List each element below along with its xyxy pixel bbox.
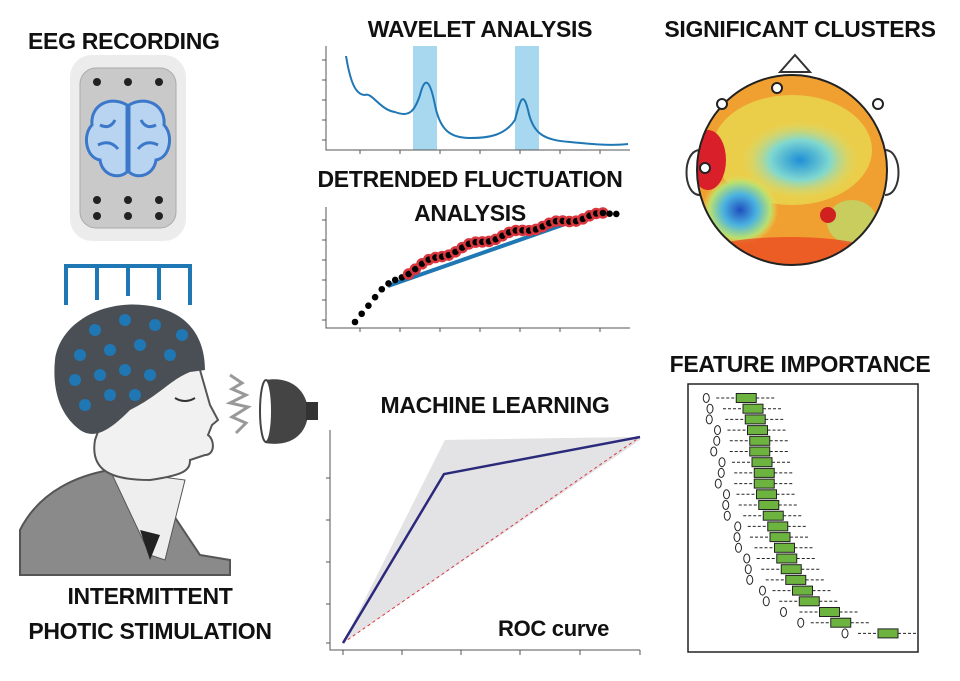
feature-box <box>753 478 775 489</box>
brain-icon <box>84 99 172 178</box>
feature-box <box>767 521 789 532</box>
feature-box <box>792 585 813 596</box>
outlier <box>735 542 742 553</box>
feature-box <box>735 393 757 403</box>
feature-box <box>762 510 784 521</box>
feature-box <box>798 596 820 607</box>
outlier <box>743 553 751 564</box>
outlier <box>733 532 741 543</box>
feature-box <box>747 425 768 436</box>
outlier <box>723 510 731 521</box>
outlier <box>722 500 730 510</box>
feature-box <box>744 414 766 425</box>
feature-box <box>753 467 775 478</box>
outlier <box>759 585 766 596</box>
feature-box <box>749 446 771 457</box>
significant-electrodes <box>699 82 884 174</box>
outlier <box>734 521 742 532</box>
right-ear-icon <box>884 149 900 196</box>
outlier <box>705 414 713 425</box>
feature-box <box>780 564 802 575</box>
outlier <box>718 457 726 468</box>
ips-title-line2: PHOTIC STIMULATION <box>28 618 272 644</box>
dfa-point <box>365 302 372 309</box>
frequency-band-2 <box>515 46 539 150</box>
spectrum-line <box>345 55 629 146</box>
dfa-point <box>371 293 379 301</box>
feature-box <box>785 574 807 585</box>
eeg-recording-title: EEG RECORDING <box>28 28 220 54</box>
feature-box <box>751 457 773 468</box>
feature-box <box>819 607 840 617</box>
outlier <box>841 628 849 639</box>
feature-box <box>756 489 777 500</box>
outlier <box>702 393 710 403</box>
outlier <box>717 467 725 478</box>
dfa-point <box>613 210 620 218</box>
dfa-title-line1: DETRENDED FLUCTUATION <box>317 166 623 192</box>
wavelet-title: WAVELET ANALYSIS <box>367 16 593 42</box>
roc-curve-label: ROC curve <box>498 616 610 641</box>
outlier <box>714 425 721 436</box>
feature-box <box>742 403 764 414</box>
dfa-point <box>351 318 359 326</box>
chance-line <box>342 436 641 644</box>
outlier <box>713 435 721 446</box>
outlier <box>797 617 805 628</box>
feature-box <box>830 617 852 628</box>
dfa-point <box>378 285 386 293</box>
ml-title: MACHINE LEARNING <box>380 392 610 418</box>
dfa-point <box>385 280 392 287</box>
features-title: FEATURE IMPORTANCE <box>669 351 931 377</box>
outlier <box>723 489 730 500</box>
nose-icon <box>777 53 813 73</box>
feature-box <box>877 628 899 639</box>
outlier <box>706 403 714 414</box>
feature-box <box>749 435 771 446</box>
feature-box <box>774 542 795 553</box>
dfa-point <box>606 210 613 218</box>
outlier <box>714 478 722 489</box>
feature-box <box>769 532 791 543</box>
dfa-point <box>358 310 366 318</box>
feature-box <box>776 553 798 564</box>
outlier <box>744 564 752 575</box>
ips-title-line1: INTERMITTENT <box>67 583 233 609</box>
outlier <box>710 446 718 457</box>
dfa-point <box>391 276 399 284</box>
clusters-title: SIGNIFICANT CLUSTERS <box>664 16 936 42</box>
roc-line <box>341 435 641 644</box>
outlier <box>746 574 754 585</box>
feature-box <box>758 500 780 510</box>
dfa-title-line2: ANALYSIS <box>414 200 526 226</box>
outlier <box>780 607 787 617</box>
outlier <box>762 596 770 607</box>
